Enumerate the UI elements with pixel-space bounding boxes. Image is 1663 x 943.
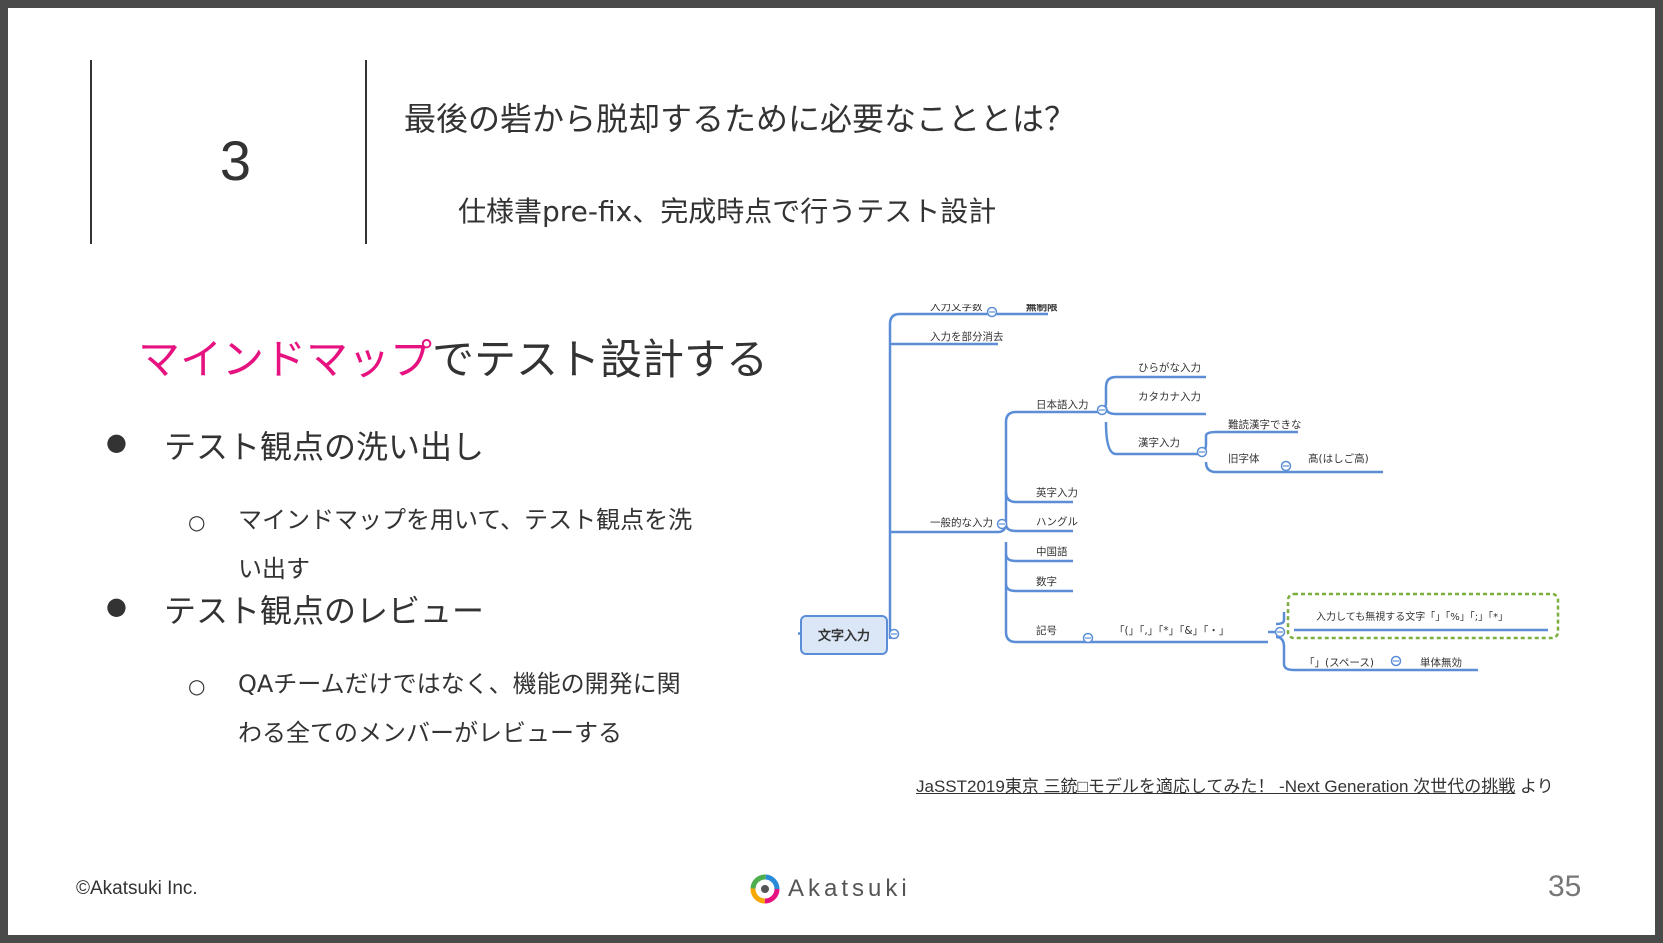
mindmap-root-box: [800, 615, 888, 655]
bullet-mark: ●: [106, 428, 127, 456]
bullet-text: テスト観点の洗い出し: [164, 428, 485, 466]
bullet-text: テスト観点のレビュー: [164, 592, 485, 630]
mindmap-node: 中国語: [1036, 545, 1068, 558]
heading-rest: でテスト設計する: [432, 335, 769, 384]
sub-bullet-mark: ○: [188, 674, 206, 698]
company-logo: Akatsuki: [750, 874, 911, 904]
slide-heading: マインドマップでテスト設計する: [138, 326, 768, 387]
heading-highlight: マインドマップ: [138, 335, 433, 384]
mindmap-node: 記号: [1036, 624, 1057, 637]
divider-middle: [365, 60, 367, 244]
mindmap-node: 旧字体: [1228, 452, 1260, 465]
mindmap-node: 単体無効: [1420, 656, 1462, 669]
mindmap-node: 英字入力: [1036, 486, 1078, 499]
mindmap-node: ひらがな入力: [1138, 361, 1201, 374]
mindmap-highlight-box: [1286, 592, 1560, 640]
mindmap-node: 無制限: [1026, 304, 1058, 313]
section-title: 最後の砦から脱却するために必要なこととは？: [404, 100, 1077, 138]
mindmap-node: 「」(スペース): [1304, 657, 1374, 669]
mindmap-node: 「(」「,」「*」「&」「・」: [1114, 625, 1229, 637]
section-subtitle: 仕様書pre-fix、完成時点で行うテスト設計: [458, 195, 997, 228]
source-link[interactable]: JaSST2019東京 三銃□モデルを適応してみた！ -Next Generat…: [916, 777, 1516, 796]
mindmap-diagram: 文字入力 入力文字数 無制限 入力を部分消去 日本語入力 ひらがな入力 カタカナ…: [798, 304, 1560, 672]
section-number: 3: [219, 129, 252, 192]
bullet-mark: ●: [106, 592, 127, 620]
mindmap-node: 難読漢字できな: [1228, 418, 1302, 431]
mindmap-root: 文字入力: [818, 628, 870, 644]
mindmap-node: 日本語入力: [1036, 398, 1089, 411]
divider-left: [90, 60, 92, 244]
sub-bullet-text: マインドマップを用いて、テスト観点を洗い出す: [238, 506, 693, 583]
logo-text: Akatsuki: [788, 875, 911, 902]
mindmap-node: 入力しても無視する文字「」「%」「;」「*」: [1316, 610, 1508, 623]
mindmap-node: ハングル: [1036, 515, 1078, 528]
source-suffix: より: [1519, 777, 1554, 796]
mindmap-node: カタカナ入力: [1138, 390, 1201, 403]
sub-bullet-text: QAチームだけではなく、機能の開発に関わる全てのメンバーがレビューする: [238, 670, 681, 747]
source-credit: JaSST2019東京 三銃□モデルを適応してみた！ -Next Generat…: [916, 772, 1554, 797]
akatsuki-logo-icon: [750, 874, 780, 904]
mindmap-node: 数字: [1036, 575, 1057, 588]
mindmap-node: 入力文字数: [930, 304, 983, 313]
page-number: 35: [1548, 870, 1582, 903]
sub-bullet-mark: ○: [188, 510, 206, 534]
mindmap-node: 髙(はしご高): [1308, 452, 1369, 465]
mindmap-node: 漢字入力: [1138, 436, 1180, 449]
copyright: ©Akatsuki Inc.: [76, 878, 198, 899]
slide: 3 最後の砦から脱却するために必要なこととは？ 仕様書pre-fix、完成時点で…: [8, 8, 1655, 935]
mindmap-node: 入力を部分消去: [930, 330, 1004, 343]
mindmap-node: 一般的な入力: [930, 516, 993, 529]
